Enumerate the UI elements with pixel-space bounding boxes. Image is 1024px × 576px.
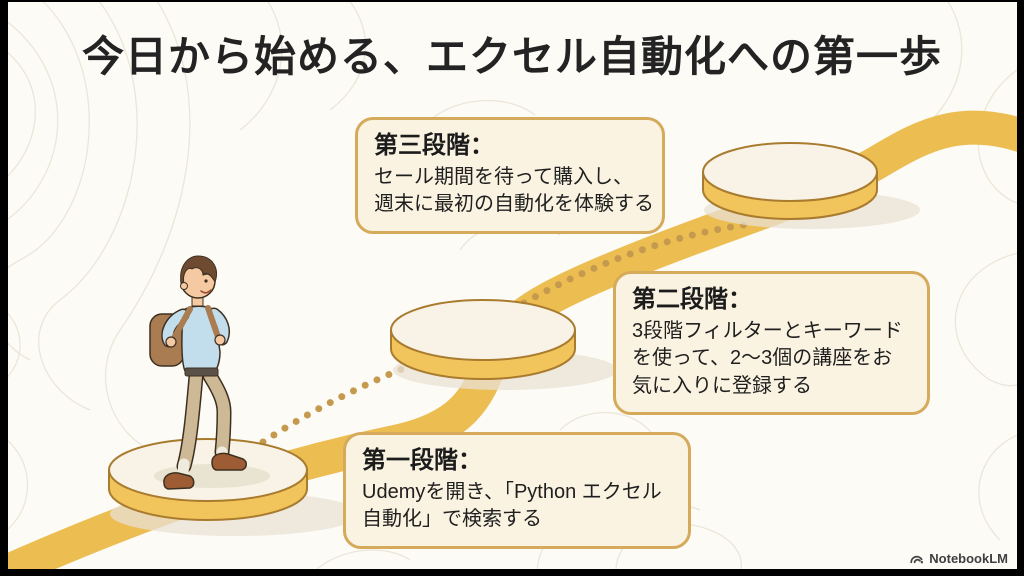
step-heading: 第三段階：	[374, 132, 494, 159]
frame-bar-top	[0, 0, 1024, 2]
brand-footer: NotebookLM	[909, 551, 1008, 566]
frame-bar-right	[1017, 0, 1024, 576]
notebooklm-wave-icon	[910, 555, 924, 564]
frame-bar-left	[0, 0, 8, 576]
step-box-stage-2: 第二段階： 3段階フィルターとキーワード を使って、2〜3個の講座をお 気に入り…	[613, 271, 930, 415]
brand-label: NotebookLM	[929, 551, 1008, 566]
step-line: 3段階フィルターとキーワード	[632, 320, 903, 343]
frame-bar-bottom	[0, 569, 1024, 576]
walker-illustration	[149, 255, 247, 490]
step-line: 気に入りに登録する	[632, 374, 812, 397]
step-line: を使って、2〜3個の講座をお	[632, 347, 893, 370]
step-heading: 第一段階：	[362, 447, 482, 474]
page-title: 今日から始める、エクセル自動化への第一歩	[81, 33, 942, 80]
step-line: 週末に最初の自動化を体験する	[374, 193, 654, 216]
step-line: Udemyを開き、「Python エクセル	[362, 481, 662, 504]
step-box-stage-3: 第三段階： セール期間を待って購入し、 週末に最初の自動化を体験する	[355, 117, 665, 234]
step-heading: 第二段階：	[632, 286, 752, 313]
platform-step-1	[108, 438, 360, 536]
platform-step-2	[390, 299, 617, 390]
step-line: 自動化」で検索する	[362, 508, 542, 531]
step-box-stage-1: 第一段階： Udemyを開き、「Python エクセル 自動化」で検索する	[343, 432, 691, 549]
step-line: セール期間を待って購入し、	[374, 166, 633, 189]
platform-step-3	[702, 142, 920, 229]
